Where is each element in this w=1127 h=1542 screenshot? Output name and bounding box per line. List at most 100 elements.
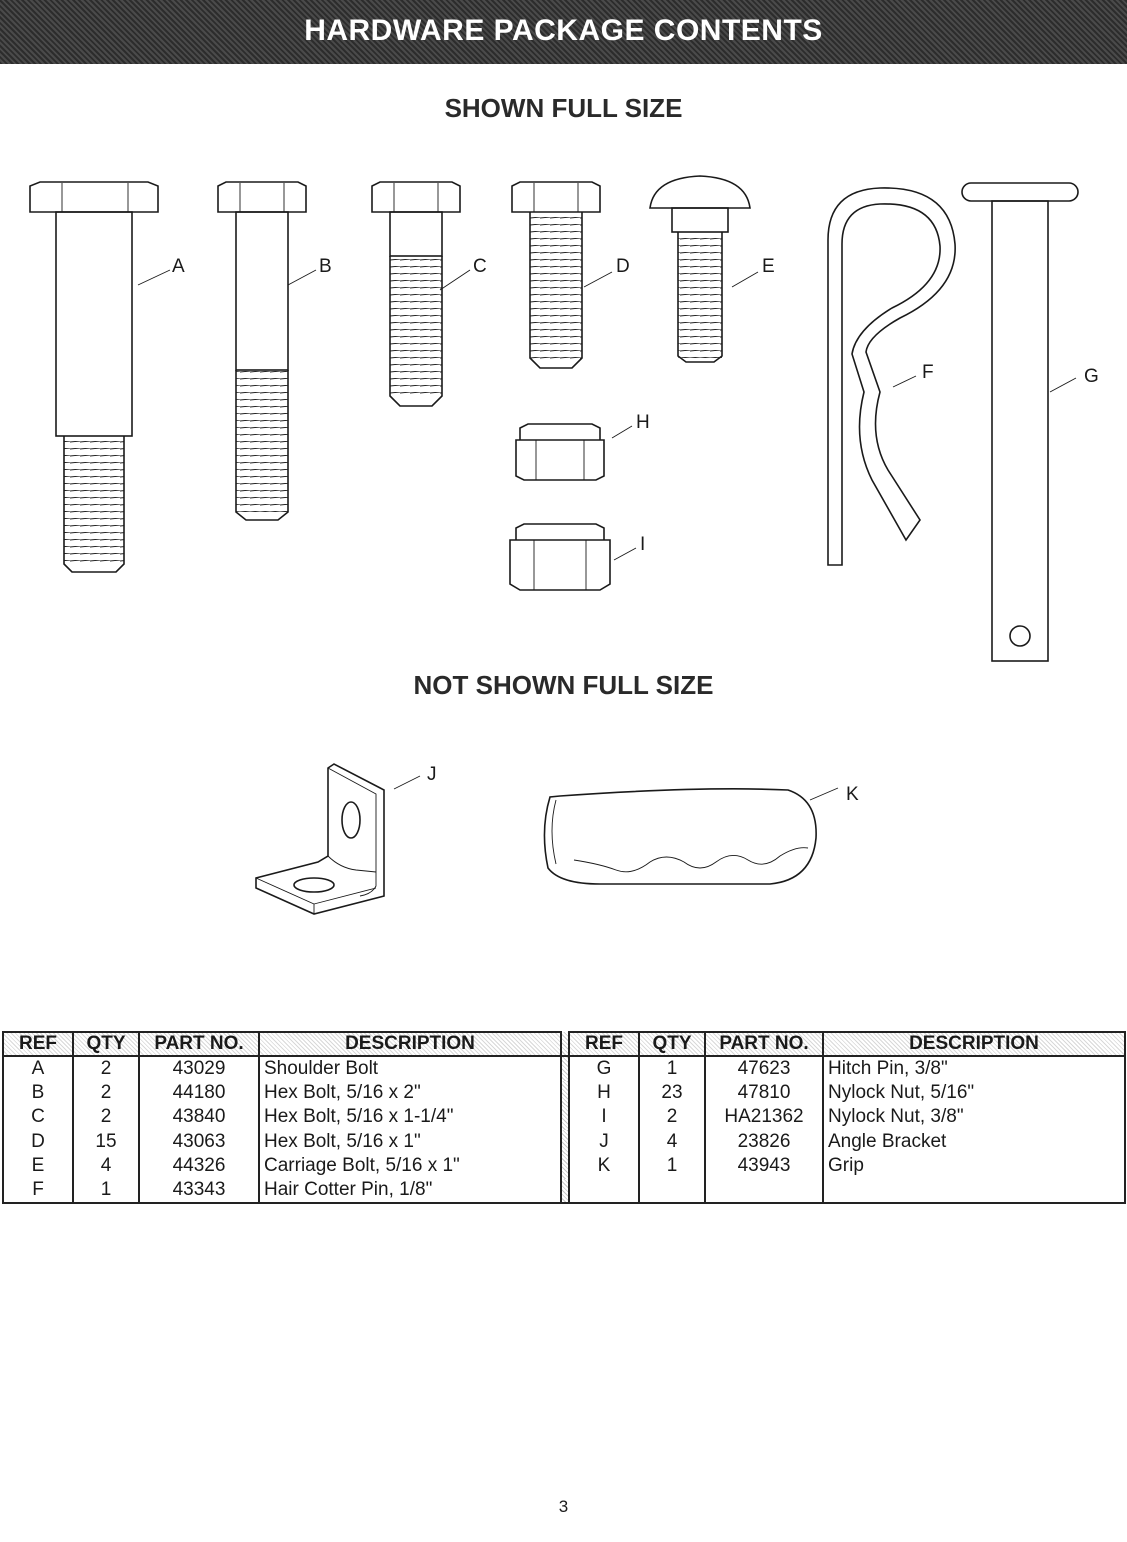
cell-ref: D: [2, 1129, 74, 1154]
cell-ref: I: [568, 1105, 640, 1130]
callout-f: F: [922, 362, 934, 383]
cell-part-no: 23826: [704, 1129, 824, 1154]
callout-j: J: [427, 764, 437, 785]
hex-bolt-c-drawing: [371, 181, 461, 407]
cell-description: Hex Bolt, 5/16 x 2": [258, 1080, 562, 1105]
callout-b: B: [319, 256, 332, 277]
carriage-bolt-e-drawing: [649, 175, 751, 363]
table-row: B 2 44180 Hex Bolt, 5/16 x 2" H 23 47810…: [2, 1080, 1126, 1105]
header-qty: QTY: [638, 1031, 706, 1057]
hitch-pin-g-drawing: [961, 182, 1079, 662]
cell-part-no: 43343: [138, 1178, 260, 1204]
cell-qty: 2: [72, 1056, 140, 1081]
table-row: A 2 43029 Shoulder Bolt G 1 47623 Hitch …: [2, 1056, 1126, 1081]
cell-ref: F: [2, 1178, 74, 1204]
column-separator: [560, 1080, 570, 1105]
callout-g: G: [1084, 366, 1099, 387]
cell-part-no: [704, 1178, 824, 1204]
table-row: F 1 43343 Hair Cotter Pin, 1/8": [2, 1178, 1126, 1204]
cell-description: Shoulder Bolt: [258, 1056, 562, 1081]
cell-qty: 4: [638, 1129, 706, 1154]
cell-qty: 23: [638, 1080, 706, 1105]
cell-qty: 2: [638, 1105, 706, 1130]
nylock-nut-i-drawing: [509, 523, 611, 591]
column-separator: [560, 1105, 570, 1130]
hair-cotter-pin-f-drawing: [827, 187, 956, 566]
callout-h: H: [636, 412, 650, 433]
cell-ref: G: [568, 1056, 640, 1081]
cell-part-no: 43063: [138, 1129, 260, 1154]
cell-ref: C: [2, 1105, 74, 1130]
cell-ref: [568, 1178, 640, 1204]
column-separator: [560, 1129, 570, 1154]
cell-description: Carriage Bolt, 5/16 x 1": [258, 1154, 562, 1179]
callout-e: E: [762, 256, 775, 277]
cell-part-no: 44180: [138, 1080, 260, 1105]
column-separator: [560, 1178, 570, 1204]
table-row: D 15 43063 Hex Bolt, 5/16 x 1" J 4 23826…: [2, 1129, 1126, 1154]
cell-part-no: 43029: [138, 1056, 260, 1081]
cell-description: Nylock Nut, 3/8": [822, 1105, 1126, 1130]
column-separator: [560, 1032, 570, 1057]
hex-bolt-d-drawing: [511, 181, 601, 369]
callout-k: K: [846, 784, 859, 805]
header-qty: QTY: [72, 1031, 140, 1057]
grip-k-drawing: [543, 788, 817, 885]
table-row: C 2 43840 Hex Bolt, 5/16 x 1-1/4" I 2 HA…: [2, 1105, 1126, 1130]
cell-description: Hitch Pin, 3/8": [822, 1056, 1126, 1081]
header-description: DESCRIPTION: [258, 1031, 562, 1057]
section-heading-not-full-size: NOT SHOWN FULL SIZE: [413, 670, 714, 700]
cell-qty: 15: [72, 1129, 140, 1154]
cell-qty: 2: [72, 1105, 140, 1130]
hex-bolt-b-drawing: [217, 181, 307, 521]
header-description: DESCRIPTION: [822, 1031, 1126, 1057]
callout-i: I: [640, 534, 645, 555]
hardware-illustration: A B C D E F G H I J K: [29, 175, 1099, 915]
cell-qty: 4: [72, 1154, 140, 1179]
cell-qty: 2: [72, 1080, 140, 1105]
callout-d: D: [616, 256, 630, 277]
cell-qty: [638, 1178, 706, 1204]
header-part-no: PART NO.: [138, 1031, 260, 1057]
cell-description: Hex Bolt, 5/16 x 1-1/4": [258, 1105, 562, 1130]
cell-description: Hex Bolt, 5/16 x 1": [258, 1129, 562, 1154]
title-banner: HARDWARE PACKAGE CONTENTS: [0, 0, 1127, 64]
cell-part-no: 44326: [138, 1154, 260, 1179]
page-title: HARDWARE PACKAGE CONTENTS: [304, 14, 823, 47]
nylock-nut-h-drawing: [515, 423, 605, 481]
cell-part-no: 43840: [138, 1105, 260, 1130]
cell-qty: 1: [638, 1056, 706, 1081]
callout-a: A: [172, 256, 185, 277]
table-row: E 4 44326 Carriage Bolt, 5/16 x 1" K 1 4…: [2, 1154, 1126, 1179]
cell-description: [822, 1178, 1126, 1204]
page-number: 3: [558, 1497, 569, 1516]
cell-ref: H: [568, 1080, 640, 1105]
column-separator: [560, 1056, 570, 1081]
parts-list-table: REF QTY PART NO. DESCRIPTION REF QTY PAR…: [2, 1031, 1126, 1204]
cell-part-no: 43943: [704, 1154, 824, 1179]
cell-part-no: 47810: [704, 1080, 824, 1105]
cell-description: Angle Bracket: [822, 1129, 1126, 1154]
cell-qty: 1: [72, 1178, 140, 1204]
cell-ref: A: [2, 1056, 74, 1081]
callout-leaders: [137, 269, 1077, 801]
cell-ref: E: [2, 1154, 74, 1179]
header-ref: REF: [2, 1031, 74, 1057]
cell-ref: B: [2, 1080, 74, 1105]
cell-part-no: 47623: [704, 1056, 824, 1081]
callout-c: C: [473, 256, 487, 277]
shoulder-bolt-a-drawing: [29, 181, 159, 573]
cell-description: Nylock Nut, 5/16": [822, 1080, 1126, 1105]
cell-part-no: HA21362: [704, 1105, 824, 1130]
cell-ref: K: [568, 1154, 640, 1179]
cell-description: Hair Cotter Pin, 1/8": [258, 1178, 562, 1204]
cell-description: Grip: [822, 1154, 1126, 1179]
angle-bracket-j-drawing: [255, 763, 385, 915]
section-heading-full-size: SHOWN FULL SIZE: [444, 93, 683, 123]
cell-qty: 1: [638, 1154, 706, 1179]
cell-ref: J: [568, 1129, 640, 1154]
table-header-row: REF QTY PART NO. DESCRIPTION REF QTY PAR…: [2, 1031, 1126, 1057]
column-separator: [560, 1154, 570, 1179]
header-part-no: PART NO.: [704, 1031, 824, 1057]
header-ref: REF: [568, 1031, 640, 1057]
